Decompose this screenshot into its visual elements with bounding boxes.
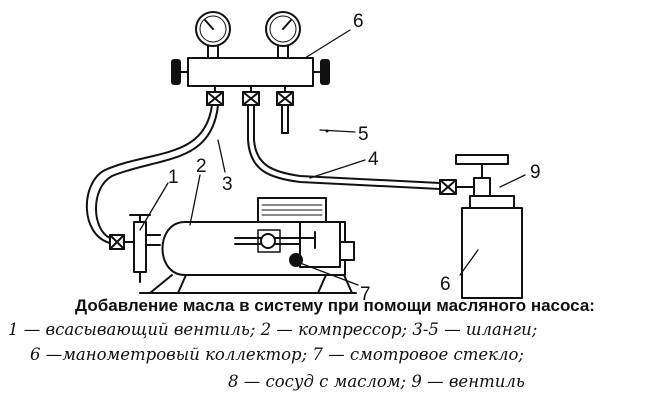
- hose-3: [85, 104, 213, 244]
- suction-valve: [109, 214, 161, 283]
- label-4: 4: [368, 149, 379, 170]
- label-3: 3: [222, 174, 233, 195]
- caption-line-2: 6 —манометровый коллектор; 7 — смотровое…: [30, 345, 524, 364]
- label-6-vessel: 6: [440, 274, 451, 295]
- left-pressure-gauge-icon: [195, 11, 231, 59]
- caption-title: Добавление масла в систему при помощи ма…: [75, 296, 595, 315]
- port-fitting-icon: [206, 91, 294, 106]
- oil-vessel: [439, 154, 523, 299]
- sight-glass-icon: [289, 253, 303, 267]
- label-1: 1: [168, 167, 179, 188]
- gauge-manifold: [171, 11, 330, 106]
- hose-5: [281, 104, 289, 134]
- label-6-manifold: 6: [353, 11, 364, 32]
- right-pressure-gauge-icon: [265, 11, 301, 59]
- hose-4: [247, 104, 441, 190]
- label-2: 2: [196, 156, 207, 177]
- caption-line-1: 1 — всасывающий вентиль; 2 — компрессор;…: [8, 320, 538, 339]
- label-7: 7: [360, 284, 371, 300]
- label-9: 9: [530, 162, 541, 183]
- caption-line-3: 8 — сосуд с маслом; 9 — вентиль: [228, 372, 525, 391]
- oil-charging-diagram: 6 5 4 3 2 1 7 9 6: [85, 11, 541, 300]
- label-5: 5: [358, 124, 369, 145]
- compressor: [139, 197, 357, 294]
